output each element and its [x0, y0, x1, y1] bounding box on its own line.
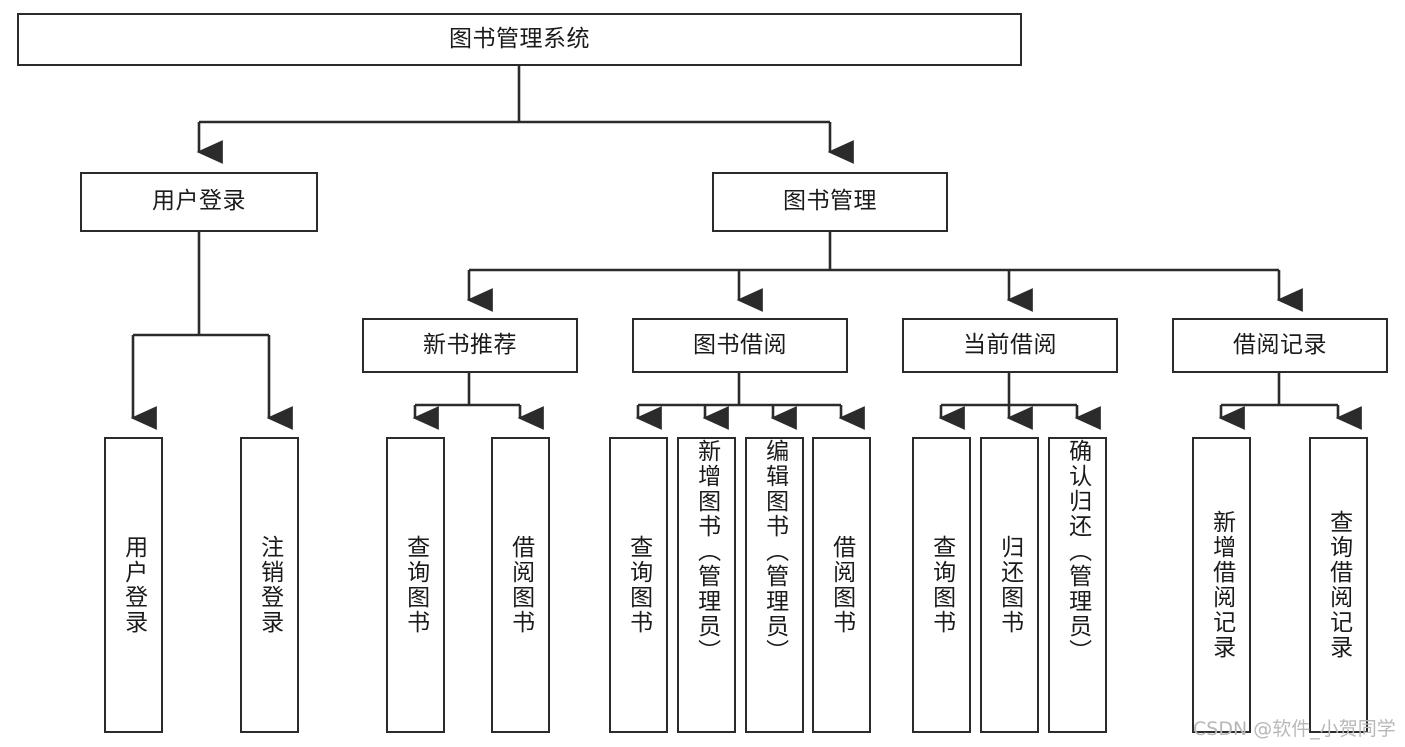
node-label: 查询借阅记录	[1325, 510, 1352, 660]
watermark-text: CSDN @软件_小贺同学	[1193, 718, 1396, 740]
node-label: 借阅图书	[507, 535, 534, 635]
node-label: 归还图书	[996, 535, 1023, 635]
node-label: 新增借阅记录	[1208, 510, 1235, 660]
leaf-borrow-book-recommend[interactable]: 借阅图书	[491, 437, 550, 733]
node-new-book-recommend[interactable]: 新书推荐	[362, 318, 578, 373]
node-book-borrow[interactable]: 图书借阅	[632, 318, 848, 373]
node-label: 用户登录	[120, 535, 147, 635]
node-root-system[interactable]: 图书管理系统	[17, 13, 1022, 66]
leaf-query-book-borrow[interactable]: 查询图书	[609, 437, 668, 733]
node-label: 借阅图书	[828, 535, 855, 635]
leaf-confirm-return-admin[interactable]: 确认归还（管理员）	[1048, 437, 1107, 733]
leaf-add-borrow-record[interactable]: 新增借阅记录	[1192, 437, 1251, 733]
node-label: 用户登录	[152, 188, 246, 215]
node-user-login[interactable]: 用户登录	[80, 172, 318, 232]
leaf-logout[interactable]: 注销登录	[240, 437, 299, 733]
node-label: 图书管理	[783, 188, 877, 215]
leaf-edit-book-admin[interactable]: 编辑图书（管理员）	[745, 437, 804, 733]
node-label: 图书借阅	[693, 331, 787, 358]
node-label: 新增图书（管理员）	[693, 439, 720, 664]
leaf-borrow-book[interactable]: 借阅图书	[812, 437, 871, 733]
node-label: 注销登录	[256, 535, 283, 635]
leaf-add-book-admin[interactable]: 新增图书（管理员）	[677, 437, 736, 733]
leaf-return-book[interactable]: 归还图书	[980, 437, 1039, 733]
node-label: 查询图书	[928, 535, 955, 635]
node-label: 查询图书	[402, 535, 429, 635]
leaf-query-book-recommend[interactable]: 查询图书	[386, 437, 445, 733]
leaf-query-borrow-record[interactable]: 查询借阅记录	[1309, 437, 1368, 733]
node-current-borrow[interactable]: 当前借阅	[902, 318, 1118, 373]
node-label: 当前借阅	[963, 331, 1057, 358]
node-label: 查询图书	[625, 535, 652, 635]
node-label: 借阅记录	[1233, 331, 1327, 358]
node-label: 新书推荐	[423, 331, 517, 358]
node-label: 编辑图书（管理员）	[761, 439, 788, 664]
node-borrow-records[interactable]: 借阅记录	[1172, 318, 1388, 373]
node-book-management[interactable]: 图书管理	[712, 172, 948, 232]
node-label: 图书管理系统	[449, 25, 590, 52]
node-label: 确认归还（管理员）	[1064, 439, 1091, 664]
leaf-query-book-current[interactable]: 查询图书	[912, 437, 971, 733]
leaf-user-login[interactable]: 用户登录	[104, 437, 163, 733]
